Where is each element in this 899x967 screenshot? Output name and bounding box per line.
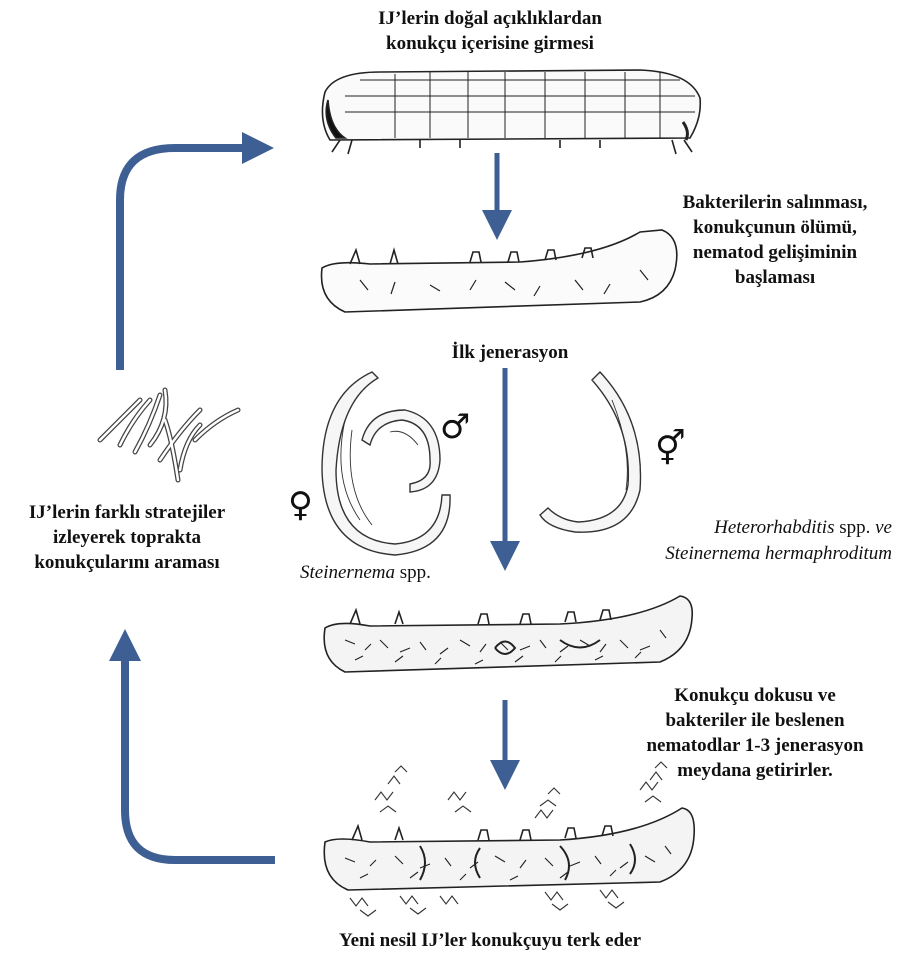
cycle-arrow-exit-to-soil (125, 645, 275, 860)
label-new-ij-exit: Yeni nesil IJ’ler konukçuyu terk eder (280, 928, 700, 953)
label-steinernema-spp: spp. (395, 562, 431, 583)
label-feeding-generations: Konukçu dokusu ve bakteriler ile beslene… (620, 683, 890, 783)
male-symbol: ♂ (440, 410, 470, 444)
label-heterorhabditis: Heterorhabditis spp. ve Steinernema herm… (522, 515, 892, 567)
label-steinernema: Steinernema spp. (300, 560, 431, 586)
label-bacteria-release: Bakterilerin salınması, konukçunun ölümü… (660, 190, 890, 290)
caterpillar-illustration-1 (322, 70, 700, 154)
label-hetero-genus: Heterorhabditis (714, 517, 834, 538)
caterpillar-illustration-3 (324, 596, 692, 672)
label-steinernema-hermaphroditum: Steinernema hermaphroditum (522, 541, 892, 567)
label-hetero-spp: spp. (834, 517, 875, 538)
label-ij-entry: IJ’lerin doğal açıklıklardan konukçu içe… (330, 6, 650, 56)
hermaphrodite-symbol: ⚥ (655, 432, 686, 466)
label-hetero-ve: ve (875, 517, 892, 538)
caterpillar-illustration-4 (324, 808, 694, 890)
label-ij-search: IJ’lerin farklı stratejiler izleyerek to… (2, 500, 252, 575)
cycle-arrow-up-to-host (120, 148, 258, 370)
heterorhabditis-hermaphrodite-illustration (540, 372, 641, 532)
label-first-generation: İlk jenerasyon (410, 340, 610, 365)
caterpillar-illustration-2 (321, 230, 676, 312)
steinernema-male-illustration (362, 410, 440, 492)
label-steinernema-genus: Steinernema (300, 562, 395, 583)
female-symbol: ♀ (288, 488, 313, 522)
